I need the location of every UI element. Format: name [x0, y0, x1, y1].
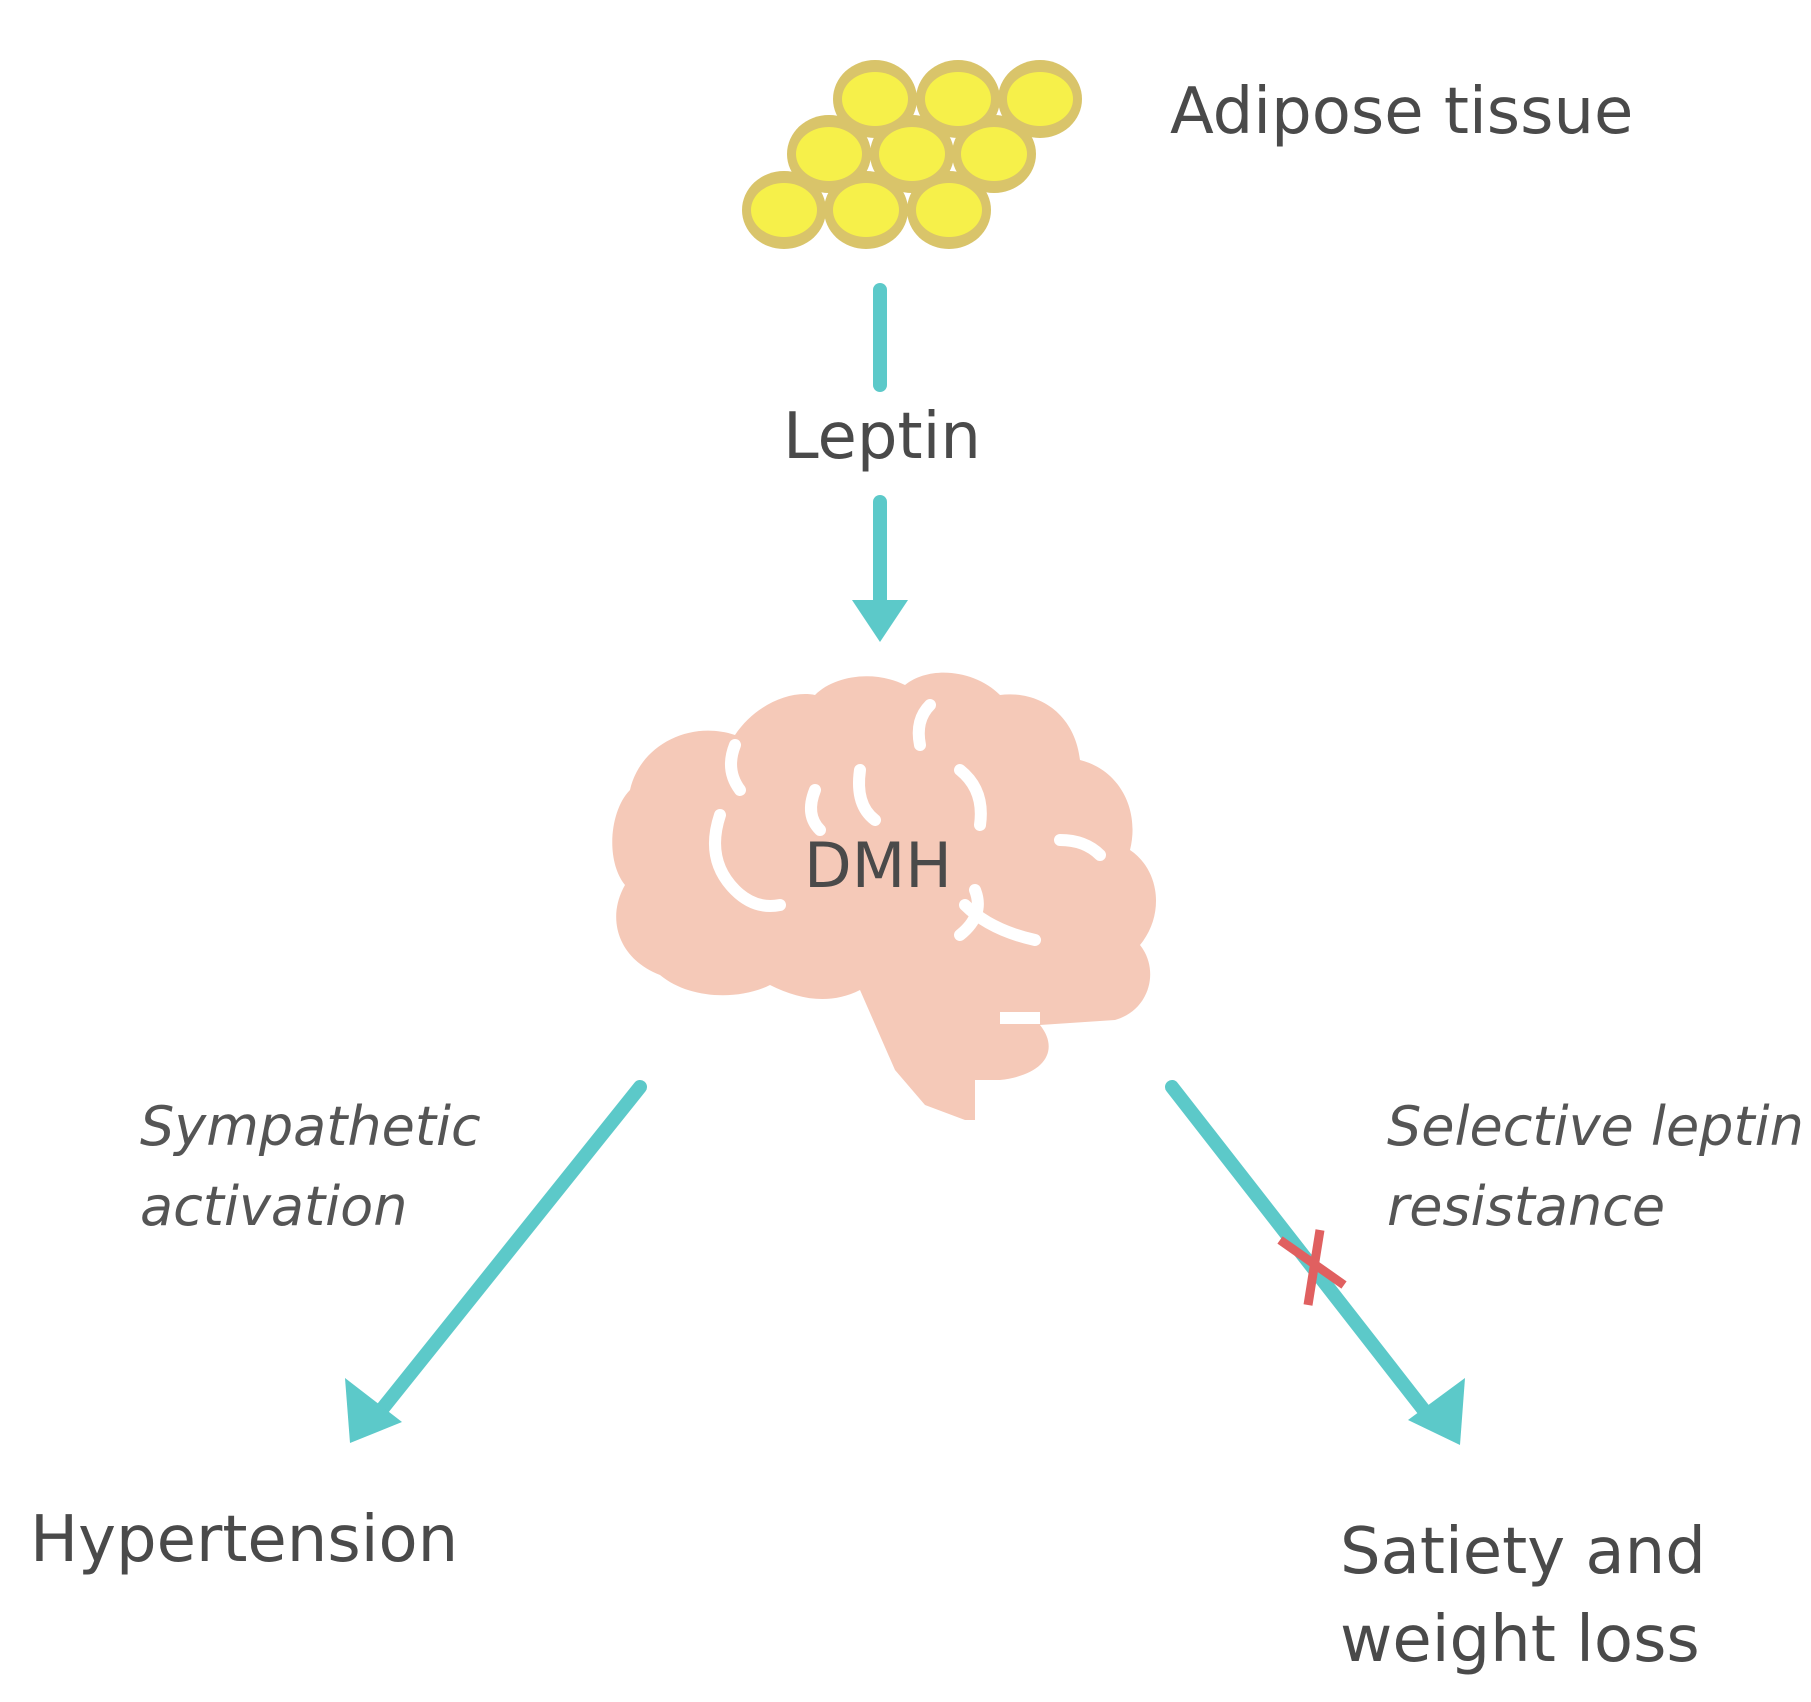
resistance-arrowhead [1408, 1378, 1465, 1445]
adipose-tissue-label: Adipose tissue [1170, 75, 1634, 149]
fat-cells-icon [742, 60, 1082, 249]
leptin-label: Leptin [783, 400, 981, 474]
hypertension-label: Hypertension [30, 1503, 459, 1577]
selective-leptin-resistance-label: Selective leptin resistance [1387, 1095, 1804, 1238]
sympathetic-arrow [368, 1080, 647, 1425]
dmh-label: DMH [804, 829, 952, 902]
leptin-arrowhead [852, 600, 908, 642]
satiety-weight-loss-label: Satiety and weight loss [1340, 1515, 1706, 1677]
brain-icon [612, 672, 1157, 1120]
sympathetic-arrowhead [345, 1378, 402, 1443]
sympathetic-activation-label: Sympathetic activation [140, 1095, 481, 1238]
cross-mark-icon [1277, 1229, 1347, 1306]
